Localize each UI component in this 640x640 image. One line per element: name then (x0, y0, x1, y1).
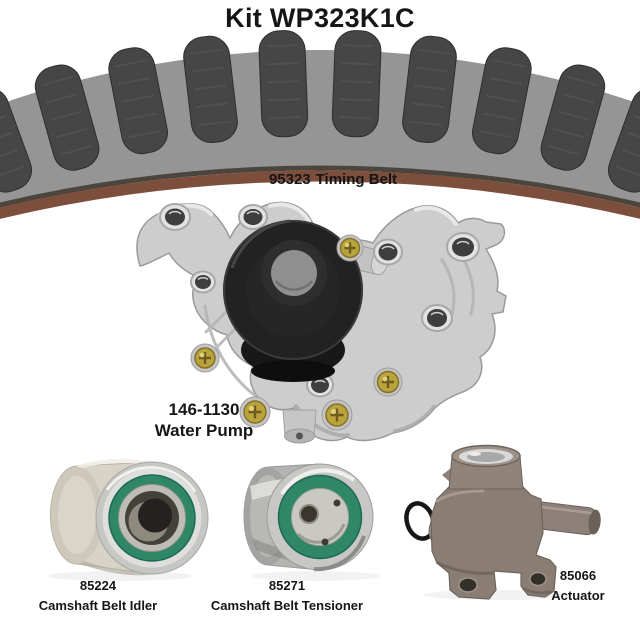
tensioner-image (243, 463, 380, 581)
pump-bottom-stub (282, 409, 317, 444)
belt-seam-line (0, 165, 640, 208)
gold-screw (190, 343, 220, 373)
mount-hole (529, 571, 547, 587)
gold-screw (239, 396, 271, 428)
bolt-hole (373, 238, 403, 266)
water-pump-part-number: 146-1130 (168, 400, 240, 419)
water-pump-name: Water Pump (154, 421, 254, 440)
actuator-highlight (435, 489, 485, 503)
actuator-arm (525, 500, 601, 536)
gold-screw (321, 399, 353, 431)
water-pump-image (136, 201, 507, 444)
belt-teeth (0, 30, 640, 193)
timing-belt-name: Timing Belt (315, 171, 398, 188)
actuator-cylinder (448, 444, 524, 490)
tensioner-label: 85271 Camshaft Belt Tensioner (193, 576, 381, 616)
water-pump-label: 146-1130 Water Pump (104, 399, 304, 441)
bolt-hole (159, 203, 191, 231)
gold-screw (373, 367, 403, 397)
idler-image (48, 458, 209, 581)
belt-band (0, 50, 640, 208)
belt-backing-edge (0, 170, 640, 219)
actuator-nub (442, 468, 451, 483)
kit-title: Kit WP323K1C (225, 3, 415, 33)
tensioner-name: Camshaft Belt Tensioner (210, 598, 364, 613)
tensioner-part-number: 85271 (268, 578, 306, 593)
bolt-hole (446, 232, 480, 262)
bolt-hole (238, 204, 268, 230)
gold-screw (336, 234, 364, 262)
timing-belt-part-number: 95323 (268, 171, 311, 188)
pump-ridges (203, 258, 475, 400)
actuator-part-number: 85066 (559, 568, 597, 583)
actuator-image (404, 444, 601, 600)
tensioner-pulley (243, 463, 374, 572)
bolt-hole (190, 270, 216, 294)
idler-roller (50, 458, 209, 576)
timing-belt-image (0, 30, 640, 219)
bolt-hole (421, 304, 453, 332)
actuator-label: 85066 Actuator (498, 566, 640, 606)
mount-hole (458, 577, 478, 593)
actuator-shading (436, 561, 552, 595)
idler-label: 85224 Camshaft Belt Idler (4, 576, 192, 616)
actuator-name: Actuator (551, 588, 605, 603)
idler-part-number: 85224 (79, 578, 117, 593)
pump-pulley (223, 219, 363, 382)
idler-name: Camshaft Belt Idler (38, 598, 158, 613)
